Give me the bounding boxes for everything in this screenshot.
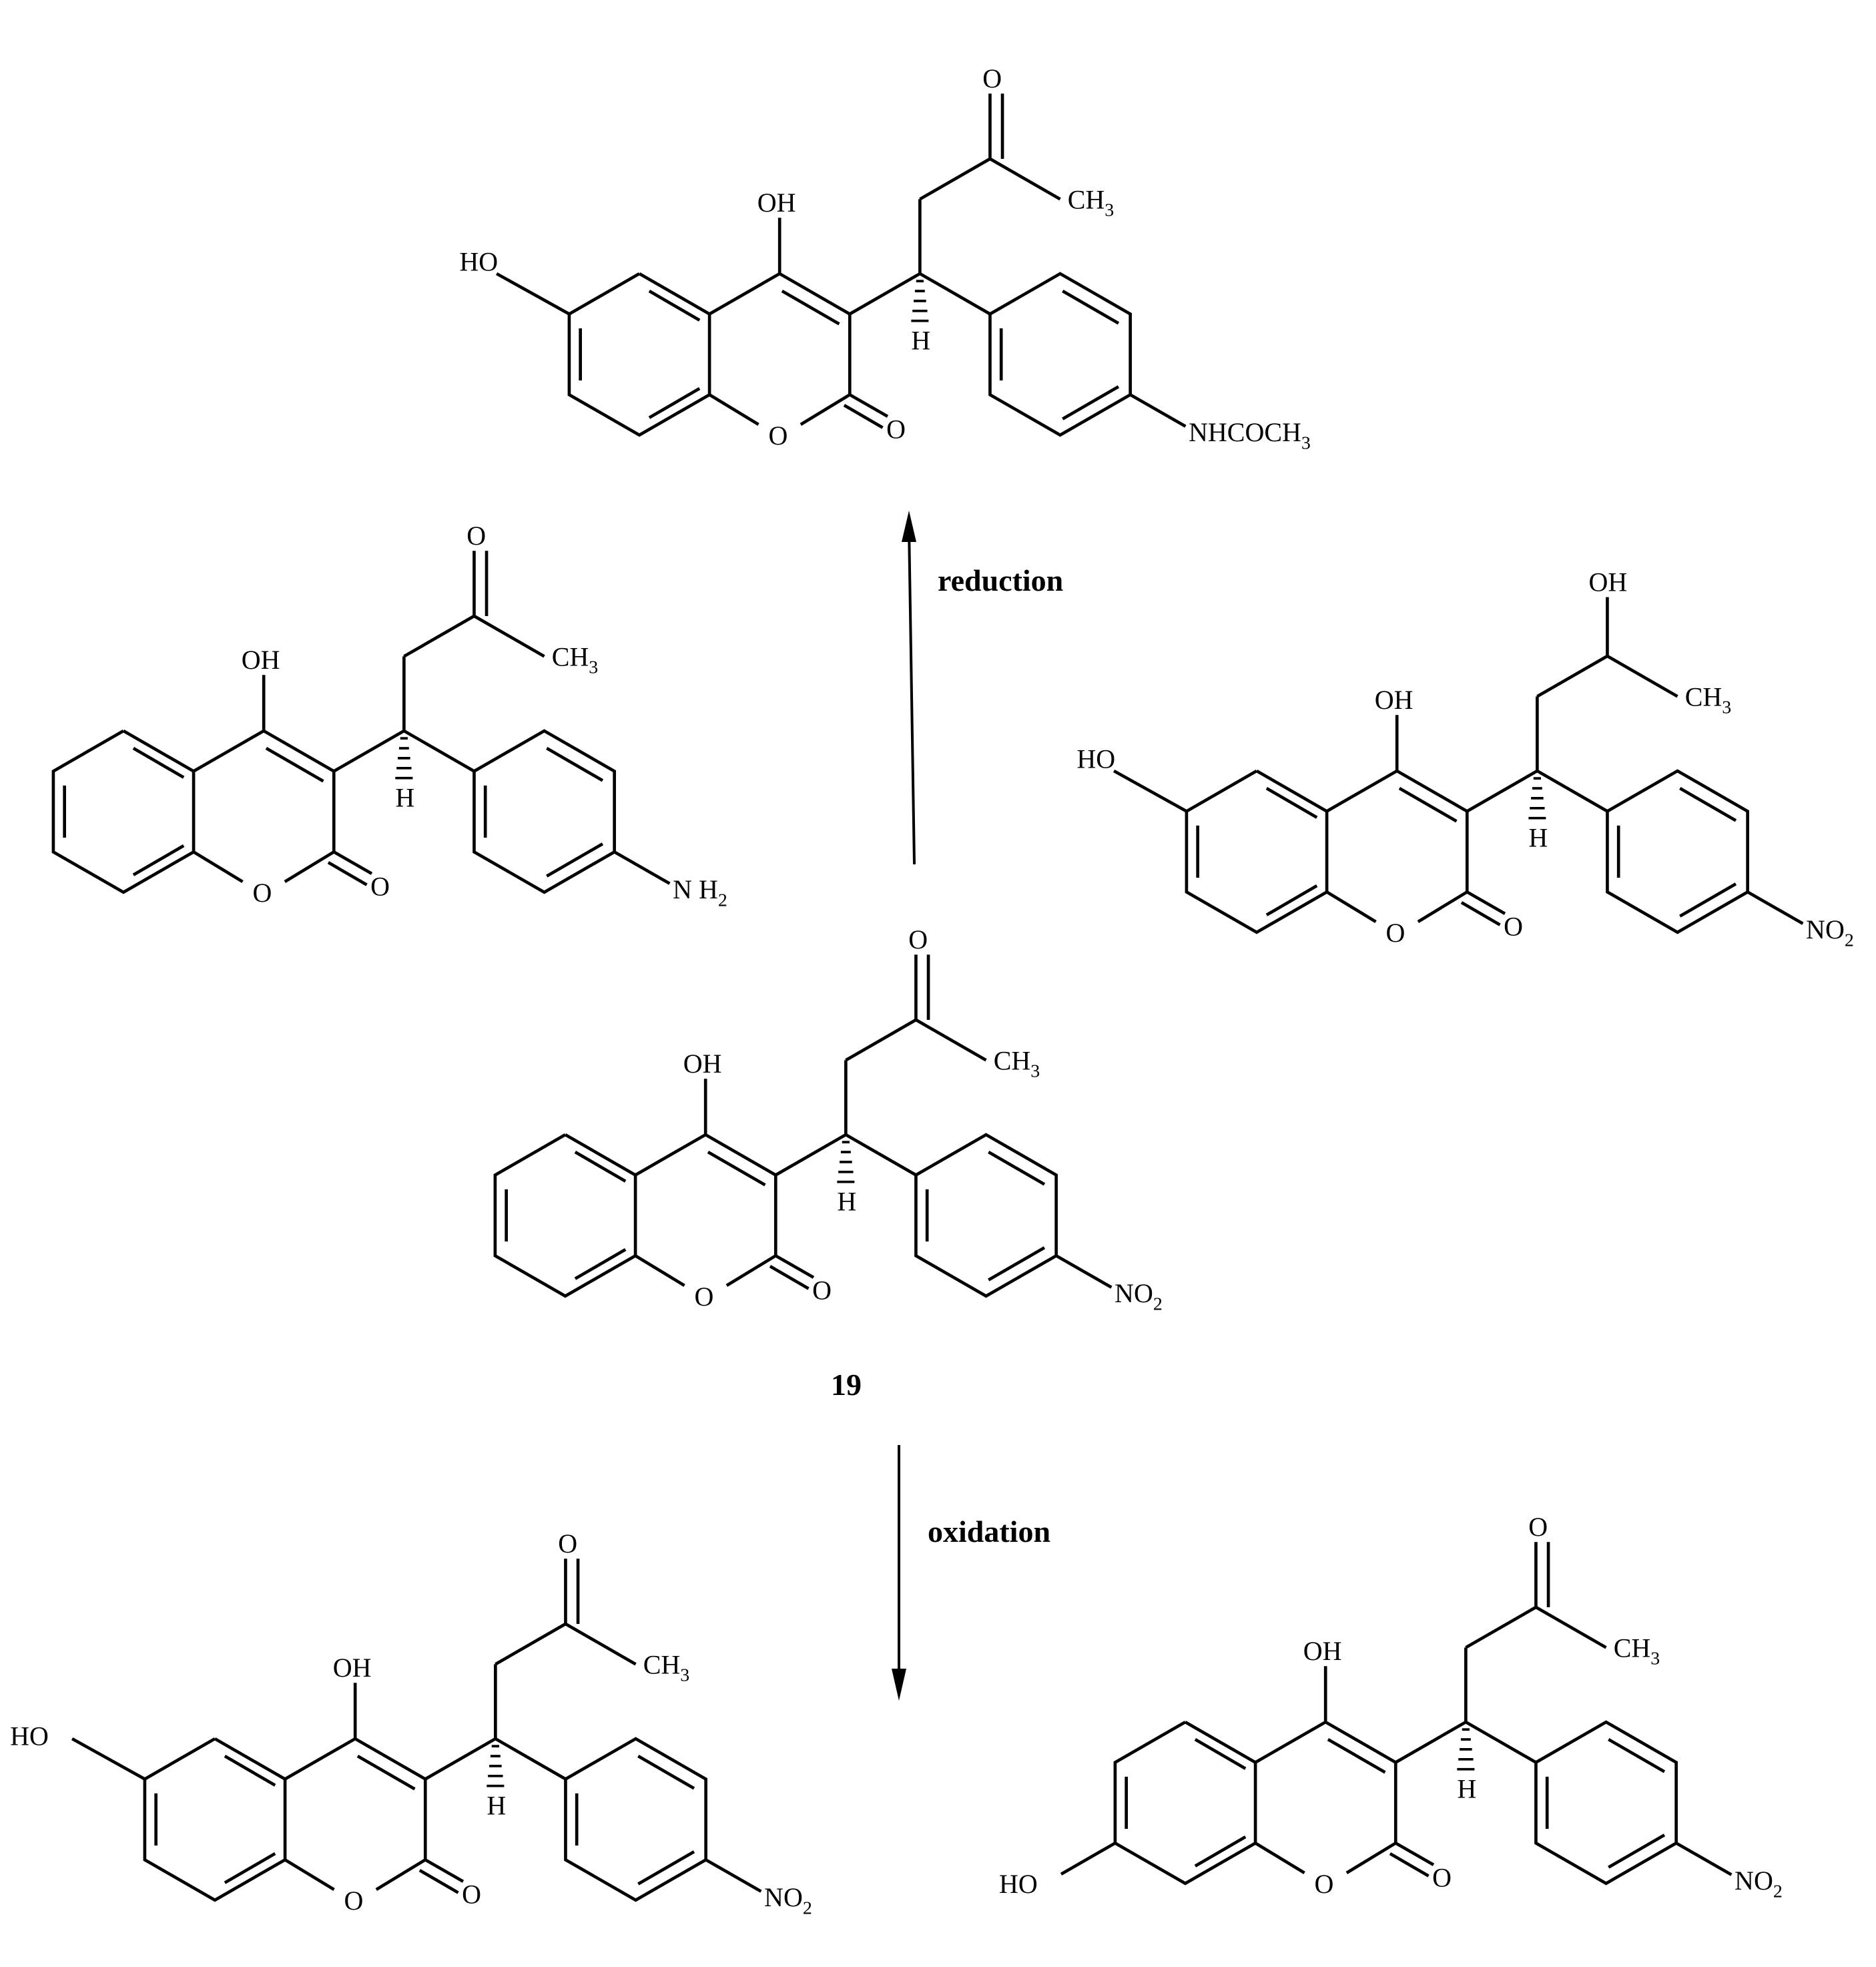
ketone-o-label: O — [982, 63, 1002, 93]
carbonyl-o-label: O — [462, 1879, 481, 1909]
oh-label: OH — [333, 1653, 372, 1683]
h-label: H — [395, 782, 414, 812]
oh-label: OH — [683, 1049, 722, 1079]
ch3-label: CH3 — [552, 641, 599, 677]
ketone-o-label: O — [466, 521, 486, 551]
oh-label: OH — [242, 645, 280, 675]
no2-label: NO2 — [1735, 1866, 1783, 1902]
molecule-6-hydroxy: HO OH O O H O CH3 NO2 — [10, 1528, 812, 1918]
h-label: H — [837, 1186, 856, 1216]
ho-label: HO — [459, 246, 498, 276]
oxidation-label: oxidation — [928, 1514, 1050, 1549]
nh2-label: N H2 — [673, 874, 727, 910]
ch3-label: CH3 — [643, 1649, 690, 1685]
oh-label: OH — [1375, 685, 1414, 715]
ring-o-label: O — [344, 1886, 363, 1916]
ketone-o-label: O — [558, 1528, 577, 1559]
carbonyl-o-label: O — [1432, 1862, 1452, 1892]
ho-label: HO — [1076, 744, 1115, 774]
molecule-acetamido-hydroxy: HO OH O O H O CH3 NHCOCH3 — [459, 63, 1311, 453]
oh-label: OH — [1303, 1636, 1342, 1666]
ketone-o-label: O — [1528, 1512, 1548, 1542]
molecule-amino: OH O O H O CH3 N H2 — [53, 521, 727, 910]
no2-label: NO2 — [764, 1882, 812, 1918]
h-label: H — [487, 1790, 506, 1820]
ch3-label: CH3 — [1068, 184, 1115, 220]
ring-o-label: O — [252, 878, 272, 908]
nhcoch3-label: NHCOCH3 — [1189, 417, 1311, 453]
ring-o-label: O — [1314, 1869, 1333, 1899]
ch3-label: CH3 — [1685, 681, 1731, 718]
reduction-label: reduction — [938, 563, 1063, 597]
ring-o-label: O — [1385, 918, 1405, 948]
ho-label: HO — [999, 1869, 1038, 1899]
oh-label: OH — [757, 188, 796, 218]
molecule-hydroxy-alcohol: HO OH O O H OH CH3 NO2 — [1076, 567, 1853, 950]
carbonyl-o-label: O — [812, 1275, 832, 1305]
h-label: H — [911, 325, 930, 355]
carbonyl-o-label: O — [886, 414, 906, 444]
ring-o-label: O — [768, 420, 788, 451]
ring-o-label: O — [694, 1282, 713, 1312]
no2-label: NO2 — [1806, 914, 1854, 950]
carbonyl-o-label: O — [370, 871, 390, 901]
molecule-7-hydroxy: HO OH O O H O CH3 NO2 — [999, 1512, 1783, 1902]
compound-number: 19 — [831, 1368, 862, 1402]
h-label: H — [1528, 822, 1548, 852]
ch3-label: CH3 — [994, 1045, 1040, 1081]
no2-label: NO2 — [1115, 1278, 1163, 1314]
oxidation-arrow — [892, 1445, 906, 1701]
carbonyl-o-label: O — [1504, 911, 1523, 941]
ch3-label: CH3 — [1614, 1633, 1660, 1669]
alcohol-oh-label: OH — [1589, 567, 1628, 597]
ketone-o-label: O — [908, 924, 928, 954]
ho-label: HO — [10, 1721, 49, 1751]
molecule-19: OH O O H O CH3 NO2 — [495, 924, 1163, 1314]
reduction-arrow — [902, 511, 916, 865]
h-label: H — [1457, 1773, 1476, 1803]
